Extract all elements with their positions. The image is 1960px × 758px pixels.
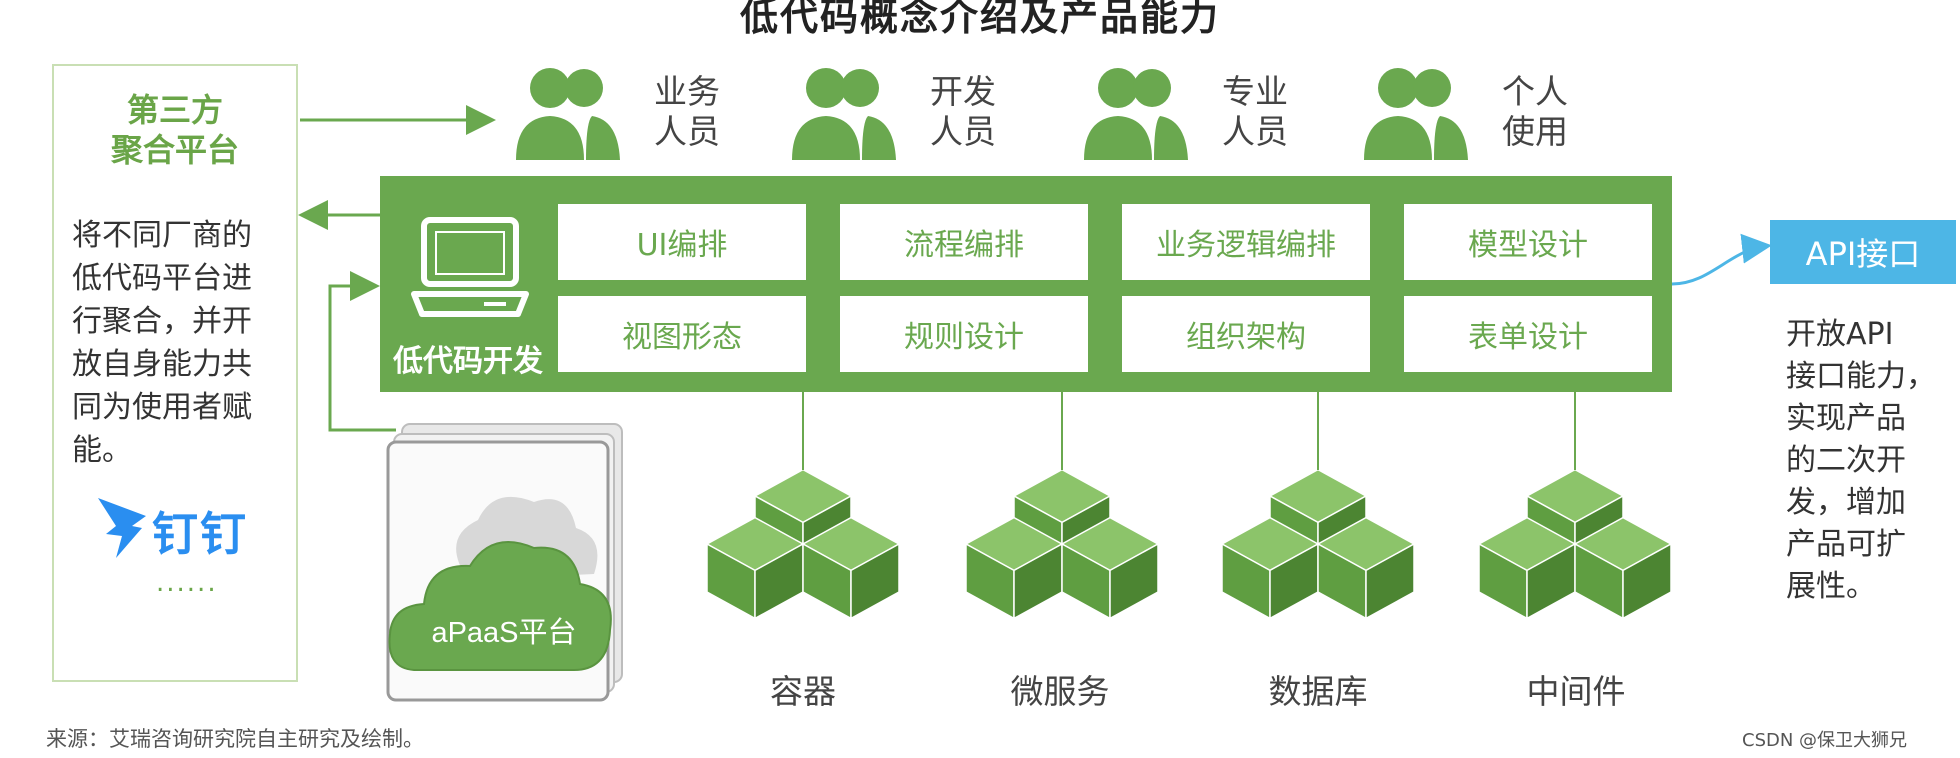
third-party-title-line2: 聚合平台 (110, 131, 239, 169)
feature-ui-orchestration: UI编排 (558, 204, 806, 280)
desc-line: 将不同厂商的 (72, 218, 252, 253)
cube-right (1573, 516, 1673, 620)
desc-line: 行聚合，并开 (72, 304, 252, 339)
apaas-label: aPaaS平台 (431, 616, 576, 649)
desc-line: 接口能力， (1786, 359, 1936, 394)
desc-line: 展性。 (1786, 569, 1876, 604)
feature-view-form: 视图形态 (558, 296, 806, 372)
infra-middleware: 中间件 (1526, 672, 1626, 711)
infra-microservice: 微服务 (1010, 672, 1110, 711)
role-business: 业务 人员 (514, 66, 734, 162)
dingtalk-logo-text: 钉钉 (152, 507, 248, 561)
laptop-icon (411, 217, 529, 317)
feature-model-design: 模型设计 (1404, 204, 1652, 280)
people-icon (1084, 68, 1188, 160)
third-party-title-line1: 第三方 (126, 91, 223, 129)
feature-flow-orchestration: 流程编排 (840, 204, 1088, 280)
low-code-label: 低代码开发 (393, 344, 543, 379)
cube-left (964, 516, 1064, 620)
feature-form-design: 表单设计 (1404, 296, 1652, 372)
source-note: 来源：艾瑞咨询研究院自主研究及绘制。 (46, 727, 424, 751)
role-label: 专业 人员 (1222, 72, 1288, 151)
role-label: 开发 人员 (930, 72, 996, 151)
cube-left (1220, 516, 1320, 620)
desc-line: 发，增加 (1786, 485, 1906, 520)
role-developer: 开发 人员 (790, 66, 1010, 162)
role-label: 个人 使用 (1502, 72, 1568, 151)
feature-business-logic: 业务逻辑编排 (1122, 204, 1370, 280)
people-icon (1364, 68, 1468, 160)
cube-right (1060, 516, 1160, 620)
dingtalk-logo: 钉钉 (94, 492, 264, 562)
third-party-title: 第三方 聚合平台 (52, 90, 298, 170)
api-interface-box: API接口 (1770, 220, 1956, 284)
desc-line: 实现产品 (1786, 401, 1906, 436)
desc-line: 同为使用者赋 (72, 390, 252, 425)
cube-right (1316, 516, 1416, 620)
desc-line: 低代码平台进 (72, 261, 252, 296)
api-description: 开放API 接口能力， 实现产品 的二次开 发，增加 产品可扩 展性。 (1786, 314, 1960, 608)
desc-line: 能。 (72, 433, 132, 468)
desc-line: 产品可扩 (1786, 527, 1906, 562)
third-party-panel (52, 64, 298, 682)
cube-right (801, 516, 901, 620)
more-ellipsis: ...... (156, 568, 218, 598)
apaas-platform: aPaaS平台 (386, 423, 623, 702)
feature-org-structure: 组织架构 (1122, 296, 1370, 372)
watermark: CSDN @保卫大狮兄 (1742, 730, 1908, 751)
desc-line: 的二次开 (1786, 443, 1906, 478)
diagram-title: 低代码概念介绍及产品能力 (739, 0, 1220, 39)
desc-line: 开放API (1786, 317, 1894, 352)
infra-container: 容器 (770, 672, 836, 711)
people-icon (516, 68, 620, 160)
cube-left (1477, 516, 1577, 620)
cube-left (705, 516, 805, 620)
people-icon (792, 68, 896, 160)
role-professional: 专业 人员 (1082, 66, 1302, 162)
low-code-block: UI编排 流程编排 业务逻辑编排 模型设计 视图形态 规则设计 组织架构 表单设… (380, 176, 1672, 392)
feature-rule-design: 规则设计 (840, 296, 1088, 372)
infra-database: 数据库 (1268, 672, 1368, 711)
role-personal: 个人 使用 (1362, 66, 1582, 162)
dingtalk-wing-icon (98, 498, 146, 558)
third-party-description: 将不同厂商的 低代码平台进 行聚合，并开 放自身能力共 同为使用者赋 能。 (72, 214, 296, 472)
infra-cubes (705, 470, 1673, 620)
desc-line: 放自身能力共 (72, 347, 252, 382)
role-label: 业务 人员 (654, 72, 720, 151)
